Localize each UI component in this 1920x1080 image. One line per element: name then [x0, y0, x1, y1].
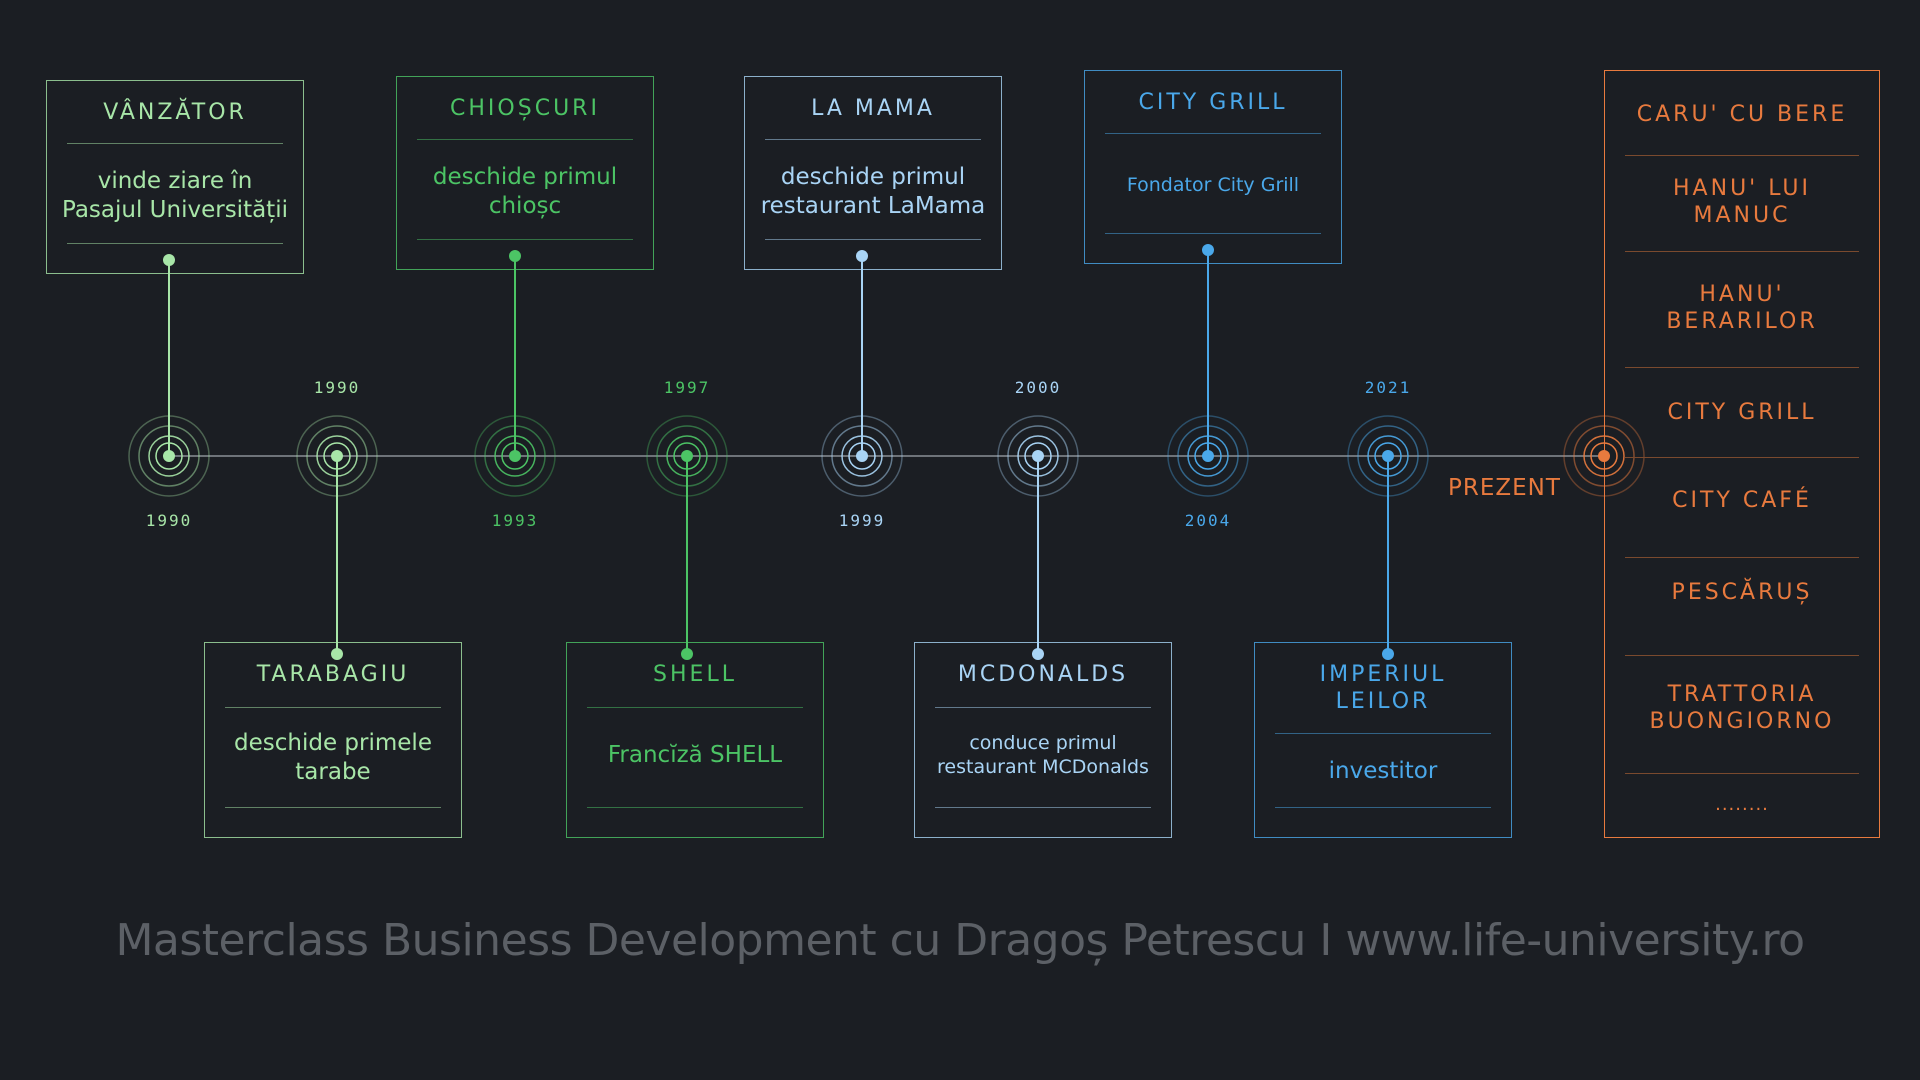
present-divider: [1625, 155, 1859, 156]
milestone-title: VÂNZĂTOR: [103, 100, 247, 125]
connector-line: [514, 256, 516, 456]
present-venture-item: ........: [1715, 794, 1769, 815]
title-divider: [225, 707, 441, 708]
milestone-title: IMPERIUL LEILOR: [1319, 662, 1447, 714]
connector-line: [861, 256, 863, 456]
milestone-card-bottom: TARABAGIU deschide primele tarabe: [204, 642, 462, 838]
present-divider: [1625, 457, 1859, 458]
milestone-card-top: VÂNZĂTOR vinde ziare în Pasajul Universit…: [46, 80, 304, 274]
year-label: 2000: [1014, 378, 1062, 397]
bottom-divider: [587, 807, 803, 808]
present-label: PREZENT: [1448, 475, 1561, 501]
present-venture-item: CARU' CU BERE: [1636, 102, 1848, 127]
milestone-card-top: LA MAMA deschide primul restaurant LaMama: [744, 76, 1002, 270]
year-label: 2021: [1364, 378, 1412, 397]
milestone-description: vinde ziare în Pasajul Universității: [62, 168, 288, 223]
connector-dot: [681, 648, 693, 660]
present-divider: [1625, 367, 1859, 368]
year-label: 1990: [145, 511, 193, 530]
milestone-description: Francĭză SHELL: [607, 742, 783, 768]
milestone-title: LA MAMA: [811, 96, 935, 121]
milestone-description: investitor: [1328, 758, 1438, 784]
title-divider: [587, 707, 803, 708]
milestone-description: deschide primul restaurant LaMama: [760, 164, 986, 219]
bottom-divider: [1275, 807, 1491, 808]
milestone-description: Fondator City Grill: [1126, 174, 1300, 196]
present-venture-item: CITY CAFÉ: [1672, 488, 1812, 513]
year-label: 1990: [313, 378, 361, 397]
connector-dot: [856, 250, 868, 262]
connector-dot: [331, 648, 343, 660]
year-label: 2004: [1184, 511, 1232, 530]
bottom-divider: [935, 807, 1151, 808]
connector-line: [1037, 456, 1039, 654]
title-divider: [417, 139, 633, 140]
title-divider: [765, 139, 981, 140]
connector-dot: [1382, 648, 1394, 660]
present-venture-item: PESCĂRUȘ: [1671, 580, 1813, 605]
milestone-card-top: CITY GRILL Fondator City Grill: [1084, 70, 1342, 264]
footer-credit: Masterclass Business Development cu Drag…: [115, 915, 1805, 966]
bottom-divider: [67, 243, 283, 244]
milestone-title: CHIOȘCURI: [450, 96, 600, 121]
milestone-description: conduce primul restaurant MCDonalds: [937, 732, 1149, 778]
present-venture-item: CITY GRILL: [1667, 400, 1817, 425]
milestone-title: SHELL: [653, 662, 737, 687]
present-divider: [1625, 655, 1859, 656]
present-venture-item: TRATTORIA BUONGIORNO: [1649, 682, 1835, 734]
milestone-card-top: CHIOȘCURI deschide primul chioșc: [396, 76, 654, 270]
present-divider: [1625, 557, 1859, 558]
milestone-title: CITY GRILL: [1138, 90, 1288, 115]
title-divider: [67, 143, 283, 144]
milestone-description: deschide primele tarabe: [234, 730, 432, 785]
bottom-divider: [1105, 233, 1321, 234]
timeline-node: [474, 415, 556, 497]
bottom-divider: [417, 239, 633, 240]
connector-line: [168, 260, 170, 456]
present-venture-item: HANU' BERARILOR: [1666, 282, 1818, 334]
connector-dot: [1032, 648, 1044, 660]
year-label: 1999: [838, 511, 886, 530]
present-venture-item: HANU' LUI MANUC: [1673, 176, 1811, 228]
bottom-divider: [225, 807, 441, 808]
connector-dot: [163, 254, 175, 266]
title-divider: [1105, 133, 1321, 134]
connector-line: [1207, 250, 1209, 456]
present-divider: [1625, 773, 1859, 774]
present-divider: [1625, 251, 1859, 252]
milestone-card-bottom: IMPERIUL LEILOR investitor: [1254, 642, 1512, 838]
milestone-card-bottom: SHELL Francĭză SHELL: [566, 642, 824, 838]
milestone-card-bottom: MCDONALDS conduce primul restaurant MCDon…: [914, 642, 1172, 838]
milestone-description: deschide primul chioșc: [432, 164, 618, 219]
present-ventures-panel: CARU' CU BERE HANU' LUI MANUC HANU' BERARI…: [1604, 70, 1880, 838]
bottom-divider: [765, 239, 981, 240]
connector-dot: [509, 250, 521, 262]
year-label: 1997: [663, 378, 711, 397]
connector-line: [336, 456, 338, 654]
milestone-title: TARABAGIU: [256, 662, 410, 687]
title-divider: [935, 707, 1151, 708]
connector-line: [686, 456, 688, 654]
connector-line: [1387, 456, 1389, 654]
milestone-title: MCDONALDS: [957, 662, 1129, 687]
title-divider: [1275, 733, 1491, 734]
year-label: 1993: [491, 511, 539, 530]
connector-dot: [1202, 244, 1214, 256]
